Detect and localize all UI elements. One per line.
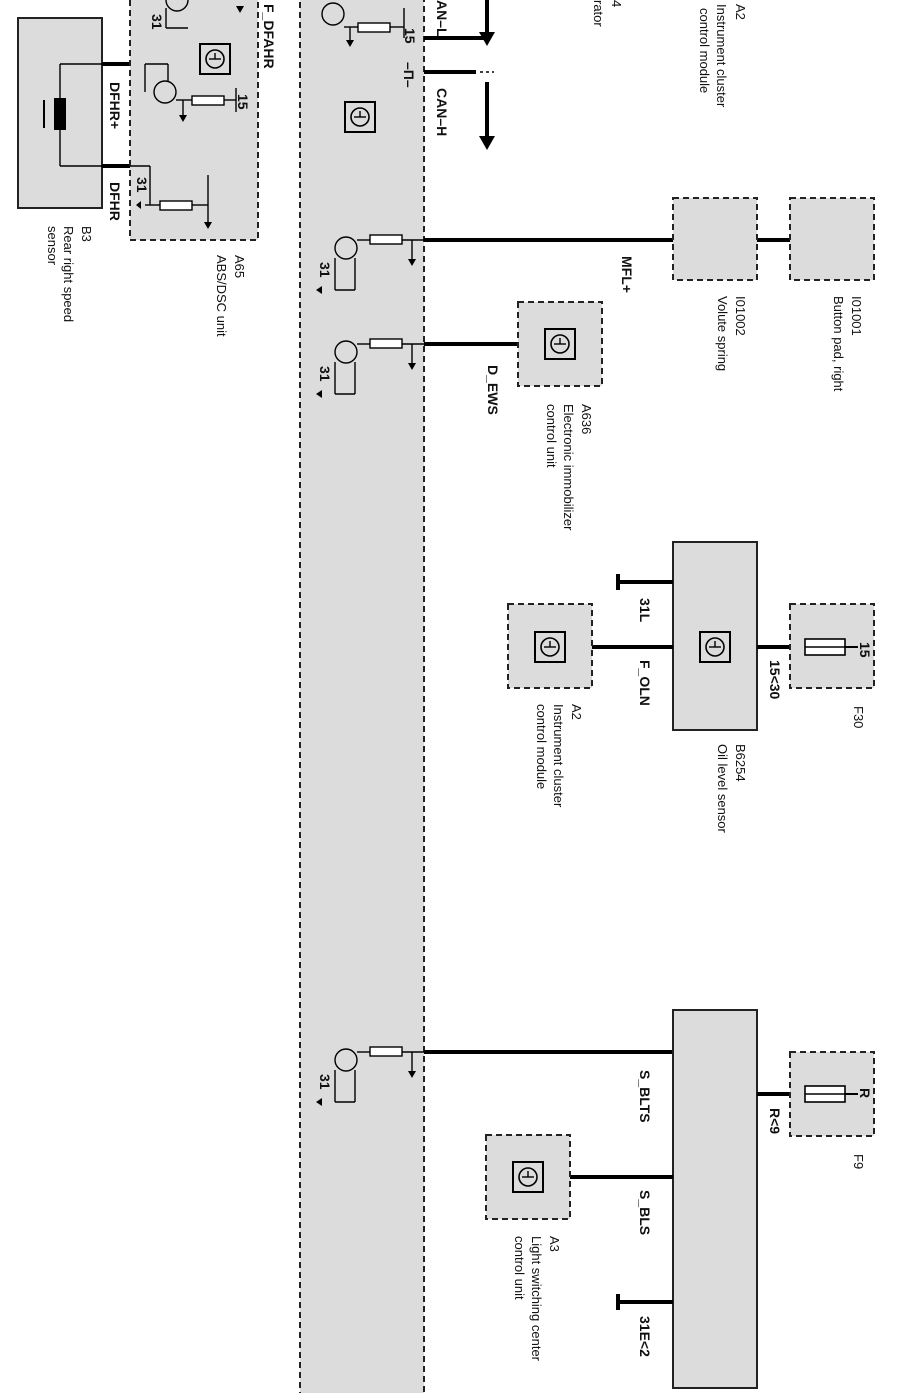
s-blts-label: S_BLTS	[637, 1070, 653, 1123]
can-bus-connections	[424, 0, 495, 150]
i01001-name: Button pad, right	[831, 296, 846, 392]
dfhr-label: DFHR	[107, 182, 123, 221]
monitor-icon-main-top	[344, 101, 376, 133]
d-ews-label: D_EWS	[485, 365, 501, 415]
a65-supply-15: 15	[235, 94, 251, 110]
i01001-box	[789, 197, 875, 281]
f-dfahr-label: F_DFAHR	[261, 4, 277, 69]
b3-name-2: sensor	[45, 226, 60, 266]
term-31e-2-label: 31E<2	[637, 1316, 653, 1357]
a65-31-label: 31	[134, 177, 150, 193]
f30-pin: 15	[857, 642, 873, 658]
main-control-module	[299, 0, 425, 1393]
partial-name: rator	[591, 0, 606, 27]
a3-name-2: control unit	[512, 1236, 527, 1300]
can-h-label: CAN–H	[434, 88, 450, 136]
dfhr-plus-label: DFHR+	[107, 82, 123, 129]
monitor-icon-a2-mid	[534, 631, 566, 663]
a65-code: A65	[232, 255, 247, 278]
top-supply-15: 15	[402, 28, 418, 44]
i01001-code: I01001	[849, 296, 864, 336]
mfl-31: 31	[317, 262, 333, 278]
term-r-9-label: R<9	[767, 1108, 783, 1134]
monitor-icon-b6254	[699, 631, 731, 663]
b3-coil	[43, 63, 102, 167]
a636-box	[517, 301, 603, 387]
i01002-box	[672, 197, 758, 281]
a65-transistor	[144, 63, 237, 122]
b3-name-1: Rear right speed	[61, 226, 76, 322]
a65-name: ABS/DSC unit	[214, 255, 229, 337]
i01002-name: Volute spring	[715, 296, 730, 371]
b6254-name: Oil level sensor	[715, 744, 730, 834]
monitor-icon-a3	[512, 1161, 544, 1193]
a65-ground-resistor	[130, 165, 212, 229]
a65-top-31: 31	[149, 14, 165, 30]
a3-name-1: Light switching center	[529, 1236, 544, 1362]
f-oln-label: F_OLN	[637, 660, 653, 706]
a2-mid-name-1: Instrument cluster	[551, 704, 566, 808]
a636-name-1: Electronic immobilizer	[561, 404, 576, 531]
brake-light-switch-box	[672, 1009, 758, 1389]
b6254-sensor-box	[672, 541, 758, 731]
a2-mid-code: A2	[569, 704, 584, 720]
a636-code: A636	[579, 404, 594, 434]
fuse-icon-f30	[804, 638, 858, 656]
s-bls-label: S_BLS	[637, 1190, 653, 1235]
d-ews-transistor	[316, 338, 424, 398]
monitor-icon-a65	[199, 43, 231, 75]
s-blts-31: 31	[317, 1074, 333, 1090]
can-l-label: AN–L	[434, 0, 450, 37]
mfl-transistor	[316, 234, 424, 294]
term-31l-label: 31L	[637, 598, 653, 623]
top-module-transistor	[321, 2, 405, 47]
term-15-30-label: 15<30	[767, 660, 783, 700]
b3-code: B3	[79, 226, 94, 242]
a3-code: A3	[547, 1236, 562, 1252]
a65-module-box	[129, 0, 259, 241]
fuse-icon-f9	[804, 1085, 858, 1103]
mfl-plus-label: MFL+	[619, 256, 635, 293]
monitor-icon-a636	[544, 328, 576, 360]
i01002-code: I01002	[733, 296, 748, 336]
d-ews-31: 31	[317, 366, 333, 382]
s-blts-transistor	[316, 1046, 424, 1106]
f9-code: F9	[851, 1154, 866, 1169]
a2-top-code: A2	[733, 4, 748, 20]
b6254-code: B6254	[733, 744, 748, 782]
a2-top-name-2: control module	[697, 8, 712, 93]
a65-top-transistor	[165, 0, 244, 29]
f9-pin: R	[857, 1088, 873, 1098]
bus-symbol-label: –Π–	[401, 62, 417, 88]
a2-top-name-1: Instrument cluster	[714, 4, 729, 108]
f30-code: F30	[851, 706, 866, 728]
a2-mid-name-2: control module	[534, 704, 549, 789]
partial-code: 4	[609, 0, 624, 7]
a636-name-2: control unit	[544, 404, 559, 468]
